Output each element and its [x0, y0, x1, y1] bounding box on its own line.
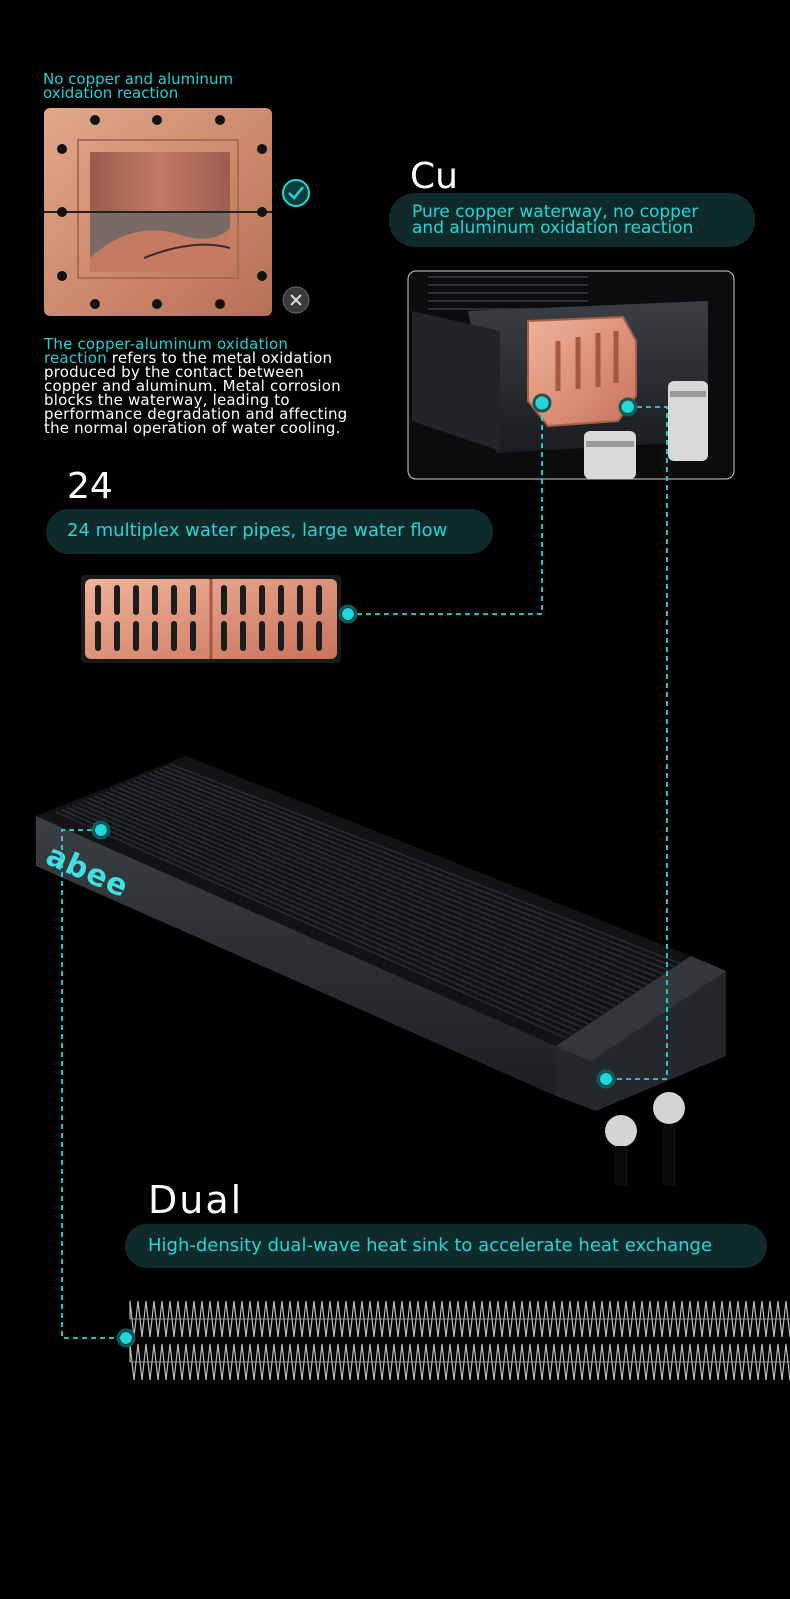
- dual-title: Dual: [148, 1178, 244, 1222]
- pipe-slot: [259, 585, 265, 615]
- radiator-fin: [110, 788, 621, 1004]
- pipe-slot: [171, 585, 177, 615]
- radiator-fin: [77, 802, 589, 1025]
- oxidation-explanation: The copper-aluminum oxidation reaction r…: [44, 335, 348, 437]
- explain-line7: the normal operation of water cooling.: [44, 419, 341, 437]
- radiator-fin: [61, 809, 572, 1036]
- pipe-slot: [95, 621, 101, 651]
- radiator-fin: [115, 786, 627, 1000]
- x-circle-icon: [282, 286, 310, 314]
- copper-plate-image: [44, 108, 272, 316]
- explain-line2: reaction refers to the metal oxidation: [44, 349, 347, 367]
- pipe-slot: [221, 585, 227, 615]
- radiator-fin: [137, 777, 649, 986]
- pipe-slot: [152, 585, 158, 615]
- radiator-fin: [153, 770, 665, 975]
- radiator-fin: [88, 797, 600, 1018]
- radiator-fin: [72, 804, 583, 1029]
- pipe-slot: [316, 621, 322, 651]
- explain-highlight-line2: reaction: [44, 349, 107, 367]
- radiator-fin: [93, 795, 605, 1014]
- pipe-slot: [297, 621, 303, 651]
- radiator-fin: [164, 765, 676, 968]
- cu-pill-line1: Pure copper waterway, no copper: [412, 202, 699, 222]
- radiator-fin: [148, 772, 660, 979]
- pipes-pill: [46, 509, 493, 554]
- radiator-fin: [55, 811, 567, 1039]
- radiator-image: [36, 756, 726, 1186]
- dual-pill: [125, 1224, 767, 1268]
- oxidation-caption: No copper and aluminum oxidation reactio…: [43, 70, 234, 102]
- explain-line6: performance degradation and affecting: [44, 405, 348, 423]
- explain-highlight-line1: The copper-aluminum oxidation: [44, 335, 289, 353]
- radiator-fin: [170, 763, 681, 965]
- pipe-slot: [190, 585, 196, 615]
- pipe-slot: [259, 621, 265, 651]
- pipe-slot: [221, 621, 227, 651]
- dual-pill-text: High-density dual-wave heat sink to acce…: [148, 1235, 713, 1256]
- pipe-slot: [278, 585, 284, 615]
- oxidation-caption-line1: No copper and aluminum: [43, 70, 234, 88]
- pipes-pill-text: 24 multiplex water pipes, large water fl…: [67, 520, 448, 541]
- pipe-slot: [316, 585, 322, 615]
- radiator-fin: [126, 781, 638, 993]
- oxidation-caption-line2: oxidation reaction: [43, 84, 179, 102]
- pipe-slot: [297, 585, 303, 615]
- explain-line5: blocks the waterway, leading to: [44, 391, 290, 409]
- radiator-fin: [121, 784, 632, 997]
- radiator-fin: [82, 799, 594, 1021]
- radiator-fin: [159, 768, 670, 972]
- cu-pill-line2: and aluminum oxidation reaction: [412, 218, 694, 238]
- radiator-fin: [132, 779, 643, 990]
- pipes-title: 24: [67, 466, 113, 507]
- cu-title: Cu: [410, 156, 458, 197]
- dual-wave-fins: [129, 1300, 790, 1381]
- explain-line3: produced by the contact between: [44, 363, 304, 381]
- pipe-slot: [190, 621, 196, 651]
- pipe-slot: [171, 621, 177, 651]
- pipe-slot: [240, 585, 246, 615]
- radiator-fin: [104, 790, 616, 1007]
- radiator-endcap-closeup: [407, 270, 735, 480]
- pipe-slot: [95, 585, 101, 615]
- pipe-slot: [114, 621, 120, 651]
- pipe-slot: [133, 585, 139, 615]
- radiator-fin: [99, 793, 610, 1011]
- radiator-fin: [66, 806, 578, 1032]
- check-circle-icon: [282, 179, 310, 207]
- pipe-slot: [133, 621, 139, 651]
- pipe-slot: [152, 621, 158, 651]
- pipe-slot: [240, 621, 246, 651]
- explain-line4: copper and aluminum. Metal corrosion: [44, 377, 341, 395]
- pipe-slot: [114, 585, 120, 615]
- explain-line2-rest: refers to the metal oxidation: [106, 349, 333, 367]
- copper-pipes-crosssection: [81, 575, 341, 663]
- radiator-fin: [142, 774, 654, 982]
- cu-pill: [389, 193, 755, 247]
- pipe-slot: [278, 621, 284, 651]
- cu-pill-text: Pure copper waterway, no copper and alum…: [412, 202, 699, 238]
